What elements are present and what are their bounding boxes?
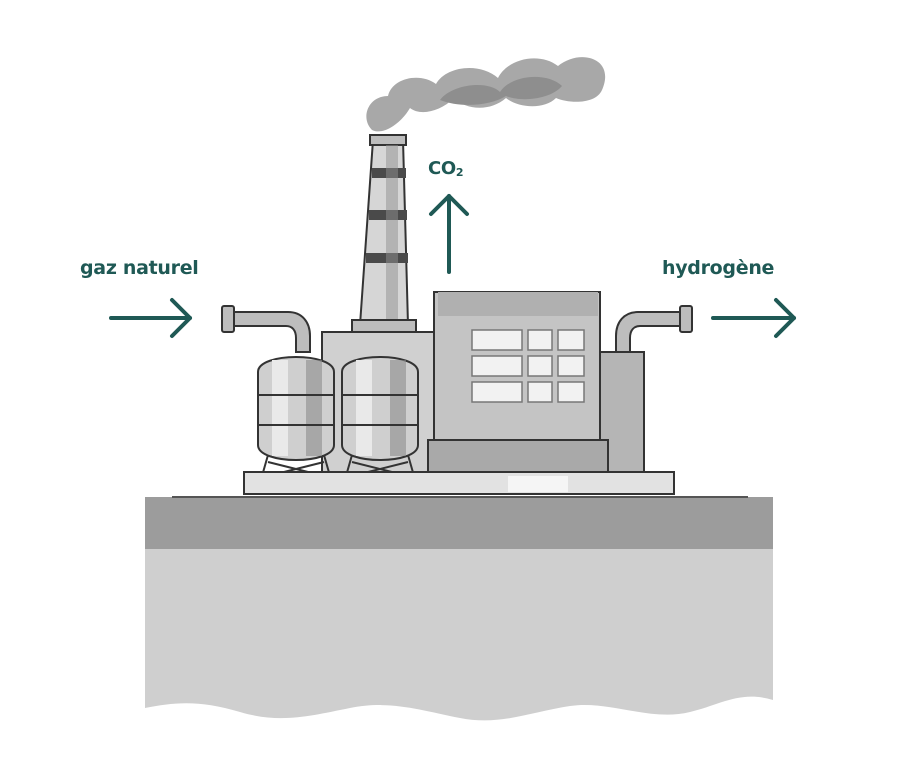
co2-label-subscript: 2	[455, 166, 464, 179]
platform	[243, 471, 675, 495]
storage-tanks	[257, 356, 419, 477]
pipes	[221, 305, 693, 353]
co2-label-main: CO	[428, 158, 456, 179]
smoke-cloud-icon	[366, 57, 606, 132]
output-arrow	[711, 298, 796, 338]
chimney	[351, 134, 417, 333]
co2-arrow	[429, 194, 469, 274]
input-label: gaz naturel	[80, 257, 199, 279]
ground	[145, 496, 773, 721]
co2-label: CO2	[428, 158, 464, 179]
output-label: hydrogène	[662, 257, 775, 279]
input-arrow	[109, 298, 192, 338]
